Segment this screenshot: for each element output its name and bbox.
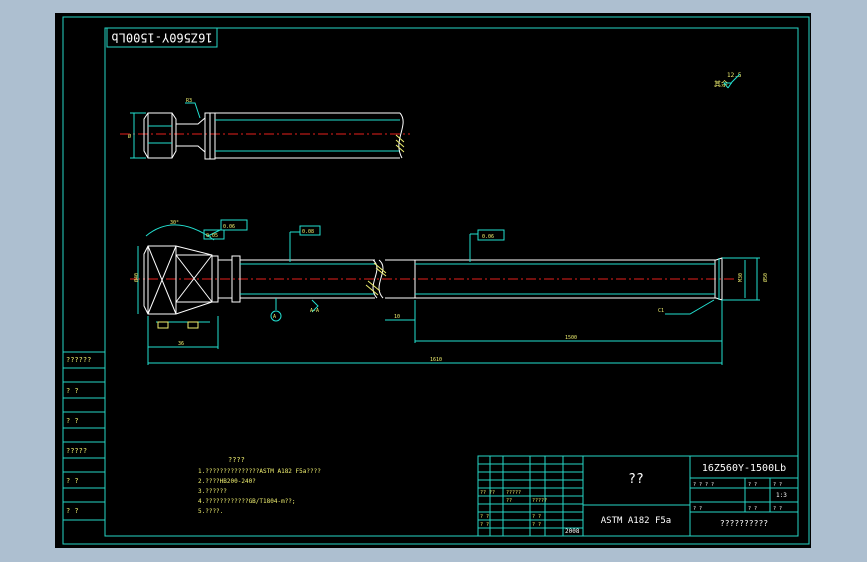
small-label-3: ????? [532, 498, 547, 504]
small-label-5: ? ? [480, 522, 489, 528]
flipped-drawing-number-text: 16Z560Y-1500Lb [111, 31, 212, 45]
top-view-radius-label: R3 [186, 98, 192, 104]
company: ?????????? [720, 519, 768, 528]
left-col-2: ? ? [66, 417, 79, 425]
dim-head-diam: Ø40 [133, 273, 140, 282]
part-name: ?? [628, 472, 644, 487]
tech-line-0: 1.???????????????ASTM A182 F5a???? [198, 468, 321, 475]
section-label: A-A [310, 308, 319, 314]
tol-2: 0.05 [206, 233, 218, 239]
small-label-0: ?? ?? [480, 490, 495, 496]
angle-label: 30° [170, 220, 179, 226]
main-view-labels: 30° A A-A C1 36 1500 1610 10 M30 Ø50 Ø40 [133, 220, 769, 363]
tech-line-1: 2.????HB200-240? [198, 478, 256, 485]
left-col-5: ? ? [66, 507, 79, 515]
scale: 1:3 [776, 492, 787, 499]
title-block-text: ?? 16Z560Y-1500Lb ASTM A182 F5a ????????… [480, 463, 787, 535]
roughness-value: 12.5 [727, 72, 742, 79]
inner-frame [104, 27, 799, 537]
footer-cell-0: ? ? [693, 506, 702, 512]
top-view-diameter: Ø [128, 133, 131, 140]
datum-label: A [273, 314, 276, 320]
footer-cell-1: ? ? [748, 506, 757, 512]
surface-roughness-symbol: 其余 12.5 [714, 72, 742, 89]
tol-1: 0.06 [223, 224, 235, 230]
header-cell-0: ? ? ? ? [693, 482, 714, 488]
header-cell-2: ? ? [773, 482, 782, 488]
dim-middle-length: 1500 [565, 335, 577, 341]
dim-small: 10 [394, 314, 400, 320]
title-drawing-number: 16Z560Y-1500Lb [702, 463, 786, 474]
tech-line-2: 3.?????? [198, 488, 227, 495]
material: ASTM A182 F5a [601, 516, 671, 526]
top-view [120, 102, 410, 160]
tol-3: 0.08 [302, 229, 314, 235]
outer-frame [62, 16, 810, 545]
dim-left-length: 36 [178, 341, 184, 347]
year: 2008 [565, 528, 580, 535]
left-col-4: ? ? [66, 477, 79, 485]
tech-line-4: 5.????. [198, 508, 223, 515]
paper-area [55, 13, 811, 548]
tol-4: 0.06 [482, 234, 494, 240]
left-col-0: ?????? [66, 356, 91, 364]
left-col-3: ????? [66, 447, 87, 455]
header-cell-1: ? ? [748, 482, 757, 488]
main-view [130, 224, 760, 365]
dim-right-diam: M30 [738, 273, 744, 282]
roughness-label: 其余 [714, 79, 728, 88]
title-block [477, 455, 799, 537]
dim-right-tol: Ø50 [762, 273, 769, 282]
small-label-1: ????? [506, 490, 521, 496]
left-col-1: ? ? [66, 387, 79, 395]
left-column-table: ?????? ? ? ? ? ????? ? ? ? ? [62, 351, 106, 521]
tolerance-frames: 0.06 0.05 0.08 0.06 [203, 219, 505, 241]
chamfer-label: C1 [658, 308, 664, 314]
flipped-drawing-number: 16Z560Y-1500Lb [106, 27, 218, 48]
small-label-7: ? ? [532, 522, 541, 528]
small-label-6: ? ? [532, 514, 541, 520]
technical-requirements: ???? 1.???????????????ASTM A182 F5a???? … [198, 456, 321, 515]
tech-title: ???? [228, 456, 245, 464]
small-label-4: ? ? [480, 514, 489, 520]
dim-total-length: 1610 [430, 357, 442, 363]
footer-cell-2: ? ? [773, 506, 782, 512]
tech-line-3: 4.????????????GB/T1804-m??; [198, 498, 296, 505]
small-label-2: ?? [506, 498, 512, 504]
